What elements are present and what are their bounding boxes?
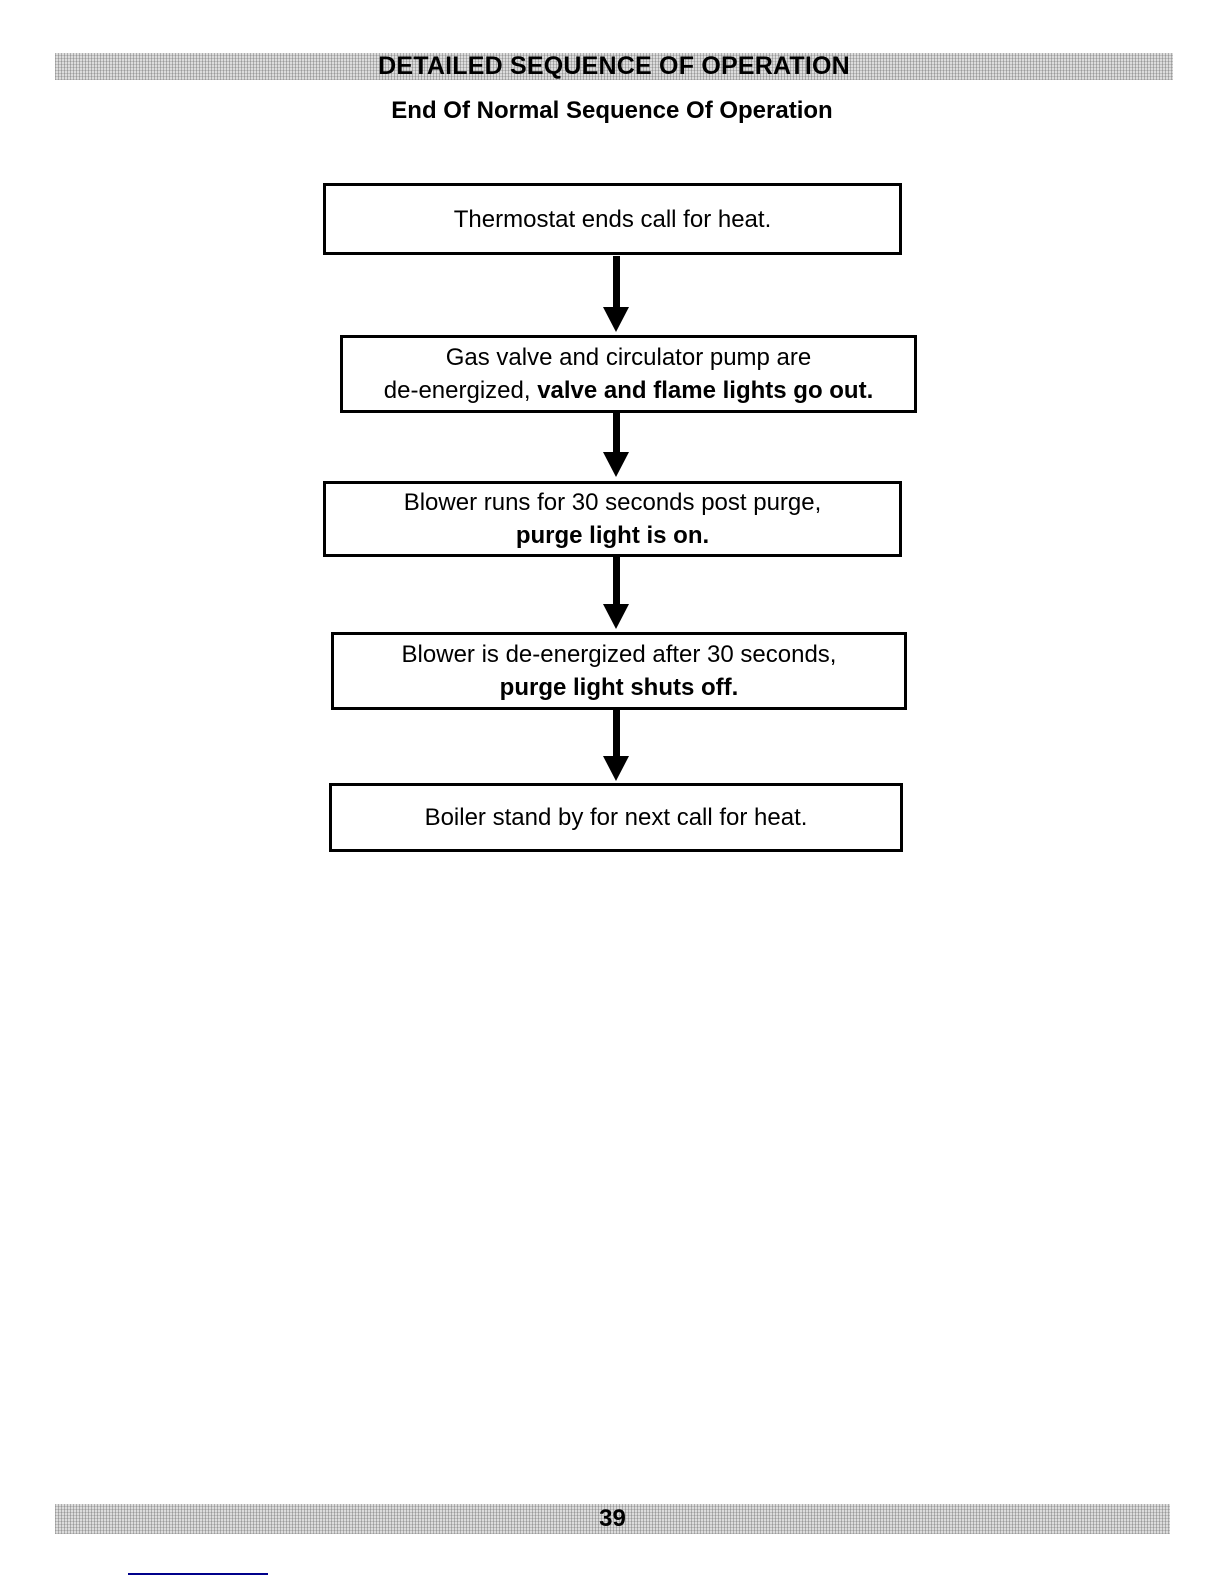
flow-step-gas-valve: Gas valve and circulator pump are de-ene… (340, 335, 917, 413)
flow-step-boiler-standby: Boiler stand by for next call for heat. (329, 783, 903, 852)
arrow-head (603, 452, 629, 477)
flow-step-blower-post-purge: Blower runs for 30 seconds post purge, p… (323, 481, 902, 557)
flow-step-line: Thermostat ends call for heat. (453, 205, 772, 233)
flow-step-line: Blower runs for 30 seconds post purge, (403, 489, 822, 516)
down-arrow-icon (603, 710, 629, 781)
flow-step-blower-deenergized: Blower is de-energized after 30 seconds,… (331, 632, 907, 710)
flow-step-text: Blower is de-energized after 30 seconds,… (402, 638, 837, 704)
flow-step-text: Boiler stand by for next call for heat. (425, 801, 808, 834)
flow-step-line-bold: valve and flame lights go out. (537, 377, 874, 404)
flow-step-line: Blower is de-energized after 30 seconds, (401, 641, 837, 668)
arrow-shaft (612, 557, 620, 604)
page-title: DETAILED SEQUENCE OF OPERATION (378, 52, 850, 80)
flow-step-text: Blower runs for 30 seconds post purge, p… (404, 486, 822, 552)
down-arrow-icon (603, 413, 629, 477)
section-subtitle: End Of Normal Sequence Of Operation (391, 97, 833, 124)
flow-step-line: Boiler stand by for next call for heat. (424, 804, 808, 831)
arrow-head (603, 756, 629, 781)
flow-step-line: Gas valve and circulator pump are (445, 344, 812, 371)
flow-step-line-bold: purge light shuts off. (499, 674, 739, 701)
link-underline-fragment (128, 1573, 268, 1575)
down-arrow-icon (603, 256, 629, 332)
flow-step-thermostat: Thermostat ends call for heat. (323, 183, 902, 255)
header-bar: DETAILED SEQUENCE OF OPERATION (55, 52, 1173, 80)
arrow-head (603, 604, 629, 629)
arrow-shaft (612, 710, 620, 756)
flow-step-line-bold: purge light is on. (515, 522, 710, 549)
footer-bar: 39 (55, 1504, 1170, 1534)
arrow-head (603, 307, 629, 332)
flow-step-text: Thermostat ends call for heat. (454, 203, 771, 236)
flow-step-text: Gas valve and circulator pump are de-ene… (384, 341, 874, 407)
page-number: 39 (599, 1505, 626, 1532)
down-arrow-icon (603, 557, 629, 629)
flow-step-line: de-energized, (383, 377, 538, 404)
arrow-shaft (612, 256, 620, 307)
arrow-shaft (612, 413, 620, 452)
